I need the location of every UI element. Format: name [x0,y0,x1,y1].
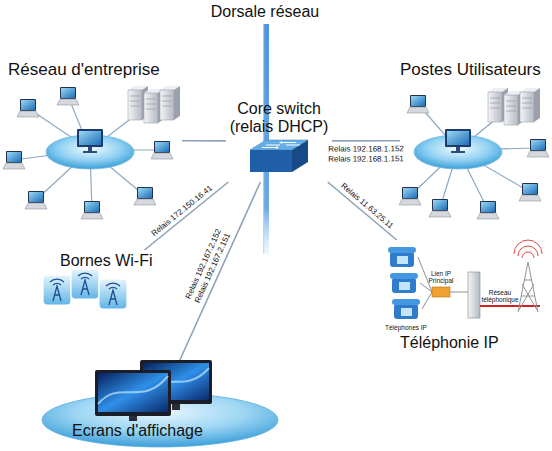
node-text: Téléphonie IP [400,334,540,352]
users-cluster [399,88,549,219]
connector-line [332,140,400,142]
phone-wires [418,257,468,309]
core-switch-icon [250,140,308,172]
node-text: Core switch (relais DHCP) [226,100,332,137]
enterprise-cluster [3,86,180,219]
laptop-icon [429,199,451,217]
annotation-label: Lien IP Principal [425,270,457,285]
network-node: Core switch (relais DHCP) [226,100,332,182]
switch-front [250,150,292,172]
switch-arrows [262,143,300,148]
node-text: Ecrans d'affichage [72,422,252,440]
screen-panel [98,373,168,412]
pbx-tower [468,272,480,318]
annotation-label: Dorsale réseau [185,3,345,21]
telephony-illustration [388,240,542,319]
hub-computer [445,129,471,153]
display-platform [42,393,278,447]
server-rack [488,88,540,125]
cluster-spokes [410,104,538,210]
laptop-icon [81,201,103,219]
node-text: Réseau d'entreprise [8,60,180,80]
network-node: Bornes Wi-Fi [40,250,170,314]
connector-line [328,182,397,240]
telephone-link [480,305,540,307]
laptop-icon [25,191,47,209]
laptop-icon [57,87,79,105]
screen-frame [140,360,212,404]
screen-swirl [98,376,168,404]
ip-phone [388,247,416,267]
wifi-access-point [43,275,71,305]
network-node: Ecrans d'affichage [40,360,280,448]
hub-disc [46,135,134,169]
laptop-icon [3,151,25,169]
relay-label: Relais 192.168.1.152 Relais 192.168.1.15… [321,144,411,163]
laptop-icon [519,183,541,201]
laptop-icon [151,141,173,159]
backbone-highlight [263,24,264,254]
antenna-waves [514,240,542,258]
hub-computer [77,129,103,153]
node-text: Bornes Wi-Fi [60,252,168,270]
laptop-icon [17,99,39,117]
hub-disc [414,135,502,169]
laptop-icon [134,187,156,205]
display-screens [95,360,212,421]
switch-top [250,140,308,150]
screen-stand [129,416,137,421]
ip-phone [390,273,418,293]
relay-label: Relais 192.167.2.152 Relais 192.167.2.15… [181,221,236,311]
annotation-label: Réseau téléphonique [479,289,521,304]
relay-label: Relais 172.150.16.41 [144,178,220,242]
laptop-icon [477,201,499,219]
connector-line [182,140,226,142]
network-node: Postes Utilisateurs [400,58,548,223]
screen-stand [172,404,180,410]
ip-phone [392,299,420,319]
switch-arrowhead [279,141,282,144]
laptop-icon [399,187,421,205]
cluster-spokes [14,96,162,210]
wifi-access-point [99,279,127,309]
backbone-bar [263,24,269,254]
switch-side [292,140,308,172]
laptop-icon [527,139,549,157]
ip-gateway [432,287,450,297]
network-node: Réseau d'entreprise [4,58,182,223]
antenna-mast [518,262,538,312]
wifi-access-point [71,269,99,299]
annotation-label: Téléphones IP [371,324,441,331]
wifi-icons [43,269,127,309]
node-text: Postes Utilisateurs [400,60,548,80]
screen-frame [95,370,171,416]
screen-swirl [143,368,209,392]
network-node: Téléphonie IP [385,240,545,355]
screen-panel [143,363,209,400]
switch-arrowhead [276,146,279,149]
server-rack [128,86,180,123]
laptop-icon [407,95,429,113]
relay-label: Relais 11.63.25.11 [329,173,404,238]
